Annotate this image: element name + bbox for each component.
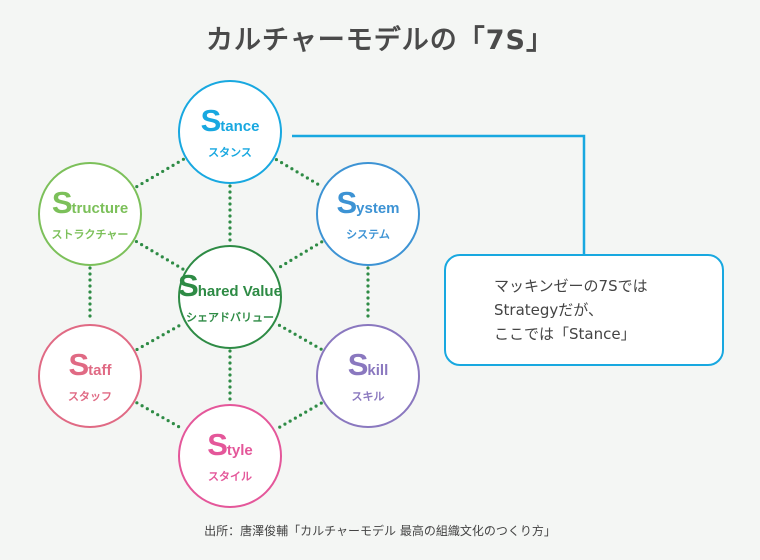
node-shared-value-japanese: シェアドバリュー [186, 310, 274, 324]
node-system-label: System [336, 184, 400, 220]
node-staff-japanese: スタッフ [68, 389, 112, 403]
callout-connector-line [292, 134, 586, 254]
node-system-japanese: システム [346, 227, 390, 241]
connector-structure-shared-value [134, 239, 186, 272]
node-stance-label: Stance [200, 102, 260, 138]
node-style-japanese: スタイル [208, 469, 252, 483]
node-system: System システム [316, 162, 420, 266]
diagram-title: カルチャーモデルの「7S」 [206, 25, 554, 56]
node-structure-label: Structure [51, 184, 129, 220]
node-style: Style スタイル [178, 404, 282, 508]
callout-line: Strategyだが、 [494, 301, 603, 319]
node-skill-japanese: スキル [351, 389, 385, 403]
connector-staff-shared-value [135, 321, 185, 352]
node-skill: Skill スキル [316, 324, 420, 428]
callout-line: マッキンゼーの7Sでは [494, 277, 648, 295]
source-citation: 出所：唐澤俊輔「カルチャーモデル 最高の組織文化のつくり方」 [204, 524, 556, 538]
node-stance: Stance スタンス [178, 80, 282, 184]
node-shared-value-label: Shared Value [178, 267, 282, 303]
connector-stance-structure [134, 157, 186, 189]
node-structure-japanese: ストラクチャー [51, 227, 129, 241]
connector-staff-style [135, 401, 185, 431]
node-shared-value: Shared Value シェアドバリュー [178, 245, 282, 349]
callout-box: マッキンゼーの7Sでは Strategyだが、 ここでは「Stance」 [444, 254, 724, 366]
node-skill-label: Skill [347, 346, 389, 382]
node-stance-japanese: スタンス [208, 145, 252, 159]
callout-line: ここでは「Stance」 [494, 325, 636, 343]
connector-skill-shared-value [275, 322, 323, 351]
connector-stance-system [274, 157, 324, 189]
node-staff: Staff スタッフ [38, 324, 142, 428]
connector-skill-style [275, 401, 323, 431]
node-staff-label: Staff [68, 346, 112, 382]
node-structure: Structure ストラクチャー [38, 162, 142, 266]
node-style-label: Style [207, 426, 253, 462]
connector-system-shared-value [274, 240, 324, 271]
